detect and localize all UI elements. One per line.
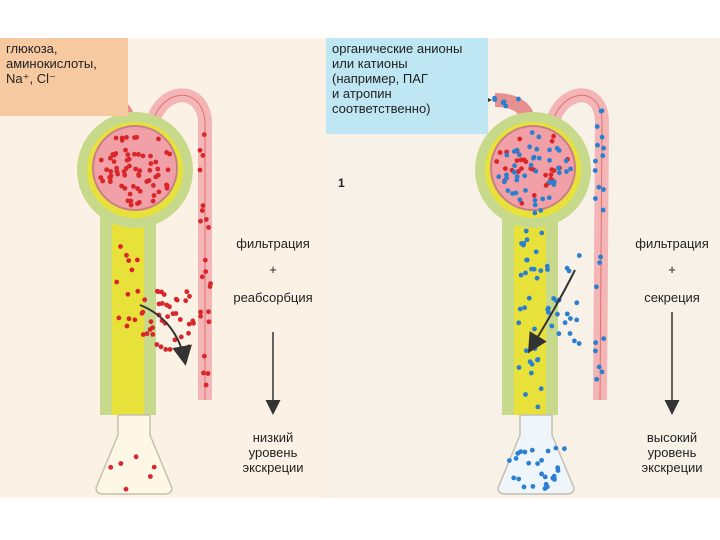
right-step-secretion: секреция: [644, 290, 700, 305]
left-step-plus: +: [269, 262, 277, 277]
right-input-line-4: и атропин: [332, 86, 392, 101]
right-step-filtration: фильтрация: [635, 236, 709, 251]
right-result: высокий уровень экскреции: [617, 430, 720, 475]
left-input-line-3: Na⁺, Cl⁻: [6, 71, 56, 86]
right-particles: [492, 95, 607, 491]
left-input-label: глюкоза, аминокислоты, Na⁺, Cl⁻: [0, 38, 128, 116]
right-input-label: органические анионы или катионы (наприме…: [326, 38, 488, 134]
left-input-line-1: глюкоза,: [6, 41, 58, 56]
left-step-reabsorption: реабсорбция: [233, 290, 313, 305]
right-flask: [497, 414, 575, 495]
left-nephron: [48, 88, 281, 495]
left-result-line-3: экскреции: [242, 460, 304, 475]
right-secretion-arrow: [527, 269, 576, 354]
right-input-line-3: (например, ПАГ: [332, 71, 428, 86]
left-input-line-2: аминокислоты,: [6, 56, 97, 71]
left-tubule-lumen: [112, 200, 144, 415]
right-input-line-1: органические анионы: [332, 41, 463, 56]
right-input-line-2: или катионы: [332, 56, 408, 71]
left-result-line-1: низкий: [252, 430, 294, 445]
right-step-plus: +: [668, 262, 676, 277]
left-reabsorption-arrow: [139, 304, 192, 366]
left-step-filtration: фильтрация: [236, 236, 310, 251]
right-nephron: [462, 88, 680, 495]
right-result-line-3: экскреции: [641, 460, 703, 475]
left-result-line-2: уровень: [248, 445, 298, 460]
left-flask: [95, 414, 173, 495]
right-result-line-2: уровень: [647, 445, 697, 460]
right-result-line-1: высокий: [646, 430, 698, 445]
right-input-line-5: соответственно): [332, 101, 431, 116]
left-result: низкий уровень экскреции: [218, 430, 328, 475]
panel-number: 1: [338, 176, 345, 190]
